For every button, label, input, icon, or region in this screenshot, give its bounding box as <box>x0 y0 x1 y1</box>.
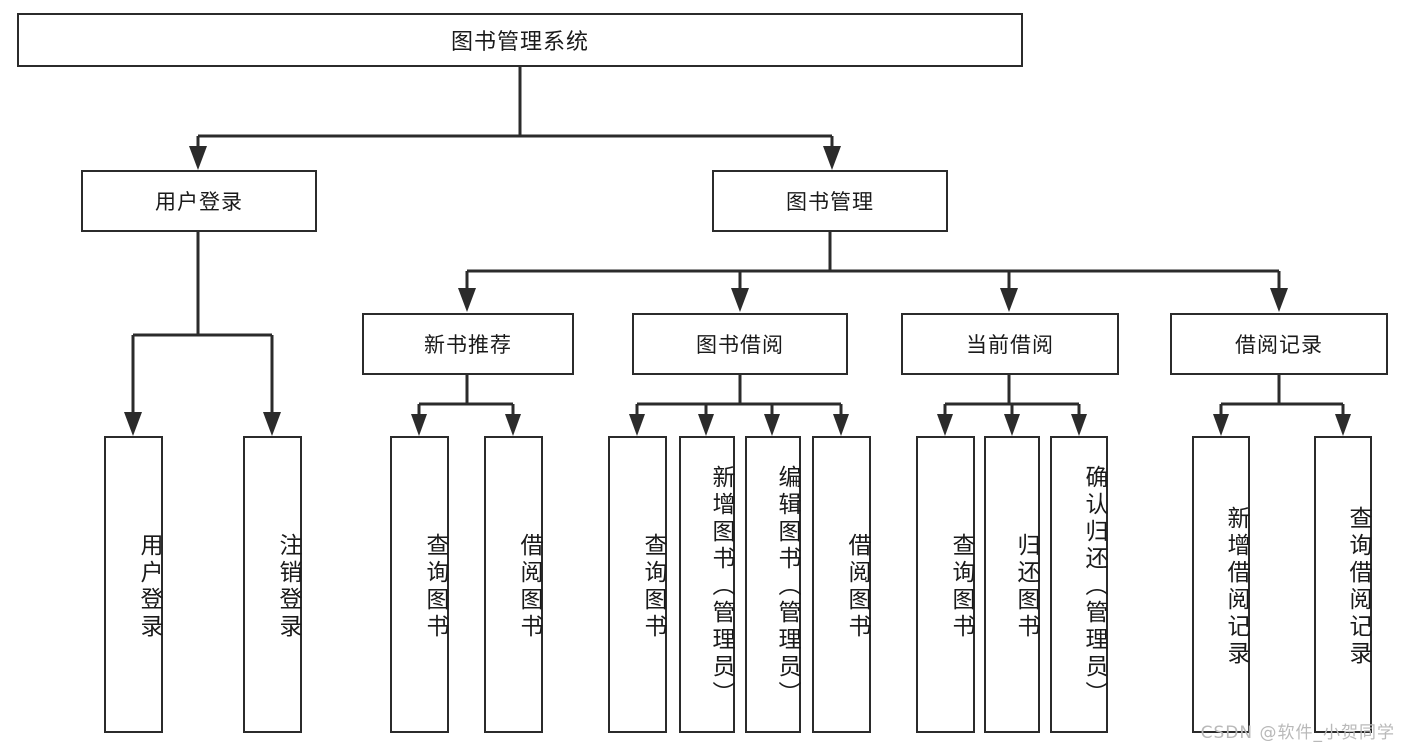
arrow-borrow-leaf4 <box>833 414 849 436</box>
arrow-current-leaf1 <box>937 414 953 436</box>
node-user-login[interactable]: 用户登录 <box>81 170 317 232</box>
leaf-label: 查询借阅记录 <box>1345 505 1371 668</box>
leaf-label: 用户登录 <box>136 532 162 641</box>
leaf-borrow-edit-book-admin[interactable]: 编辑图书（管理员） <box>745 436 801 733</box>
node-root-label: 图书管理系统 <box>450 30 589 55</box>
node-new-book-recommend-label: 新书推荐 <box>424 333 512 357</box>
leaf-label: 查询图书 <box>640 532 666 641</box>
leaf-label: 新增借阅记录 <box>1223 505 1249 668</box>
node-current-borrow[interactable]: 当前借阅 <box>901 313 1119 375</box>
arrow-to-book-mgmt <box>823 146 841 170</box>
node-book-borrow[interactable]: 图书借阅 <box>632 313 848 375</box>
arrowheads <box>124 146 1351 436</box>
node-borrow-record-label: 借阅记录 <box>1235 333 1323 357</box>
leaf-record-add-record[interactable]: 新增借阅记录 <box>1192 436 1250 733</box>
leaf-borrow-query-book[interactable]: 查询图书 <box>608 436 667 733</box>
arrow-newbook-leaf2 <box>505 414 521 436</box>
leaf-label: 借阅图书 <box>516 532 542 641</box>
arrow-record <box>1270 288 1288 312</box>
leaf-label: 归还图书 <box>1013 532 1039 641</box>
leaf-label: 借阅图书 <box>844 532 870 641</box>
watermark: CSDN @软件_小贺同学 <box>1200 723 1395 743</box>
leaf-current-confirm-return-admin[interactable]: 确认归还（管理员） <box>1050 436 1108 733</box>
leaf-label: 注销登录 <box>275 532 301 641</box>
node-book-borrow-label: 图书借阅 <box>696 333 784 357</box>
arrow-user-login-leaf1 <box>124 412 142 436</box>
node-current-borrow-label: 当前借阅 <box>966 333 1054 357</box>
arrow-newbook-leaf1 <box>411 414 427 436</box>
leaf-label: 查询图书 <box>422 532 448 641</box>
leaf-label: 新增图书（管理员） <box>708 465 734 708</box>
leaf-label: 编辑图书（管理员） <box>774 465 800 708</box>
leaf-user-login-login[interactable]: 用户登录 <box>104 436 163 733</box>
arrow-borrow-leaf2 <box>698 414 714 436</box>
arrow-record-leaf1 <box>1213 414 1229 436</box>
leaf-current-return-book[interactable]: 归还图书 <box>984 436 1040 733</box>
node-book-management[interactable]: 图书管理 <box>712 170 948 232</box>
node-borrow-record[interactable]: 借阅记录 <box>1170 313 1388 375</box>
leaf-borrow-add-book-admin[interactable]: 新增图书（管理员） <box>679 436 735 733</box>
leaf-borrow-borrow-book[interactable]: 借阅图书 <box>812 436 871 733</box>
arrow-newbook <box>458 288 476 312</box>
node-root[interactable]: 图书管理系统 <box>17 13 1023 67</box>
arrow-current <box>1000 288 1018 312</box>
node-user-login-label: 用户登录 <box>155 190 243 214</box>
arrow-borrow-leaf3 <box>764 414 780 436</box>
leaf-newbook-query-book[interactable]: 查询图书 <box>390 436 449 733</box>
leaf-label: 确认归还（管理员） <box>1081 465 1107 708</box>
arrow-current-leaf3 <box>1071 414 1087 436</box>
leaf-label: 查询图书 <box>948 532 974 641</box>
leaf-record-query-record[interactable]: 查询借阅记录 <box>1314 436 1372 733</box>
leaf-current-query-book[interactable]: 查询图书 <box>916 436 975 733</box>
arrow-user-login-leaf2 <box>263 412 281 436</box>
leaf-user-login-logout[interactable]: 注销登录 <box>243 436 302 733</box>
arrow-to-user-login <box>189 146 207 170</box>
arrow-record-leaf2 <box>1335 414 1351 436</box>
node-new-book-recommend[interactable]: 新书推荐 <box>362 313 574 375</box>
arrow-current-leaf2 <box>1004 414 1020 436</box>
node-book-management-label: 图书管理 <box>786 190 874 214</box>
arrow-borrow-leaf1 <box>629 414 645 436</box>
arrow-borrow <box>731 288 749 312</box>
leaf-newbook-borrow-book[interactable]: 借阅图书 <box>484 436 543 733</box>
